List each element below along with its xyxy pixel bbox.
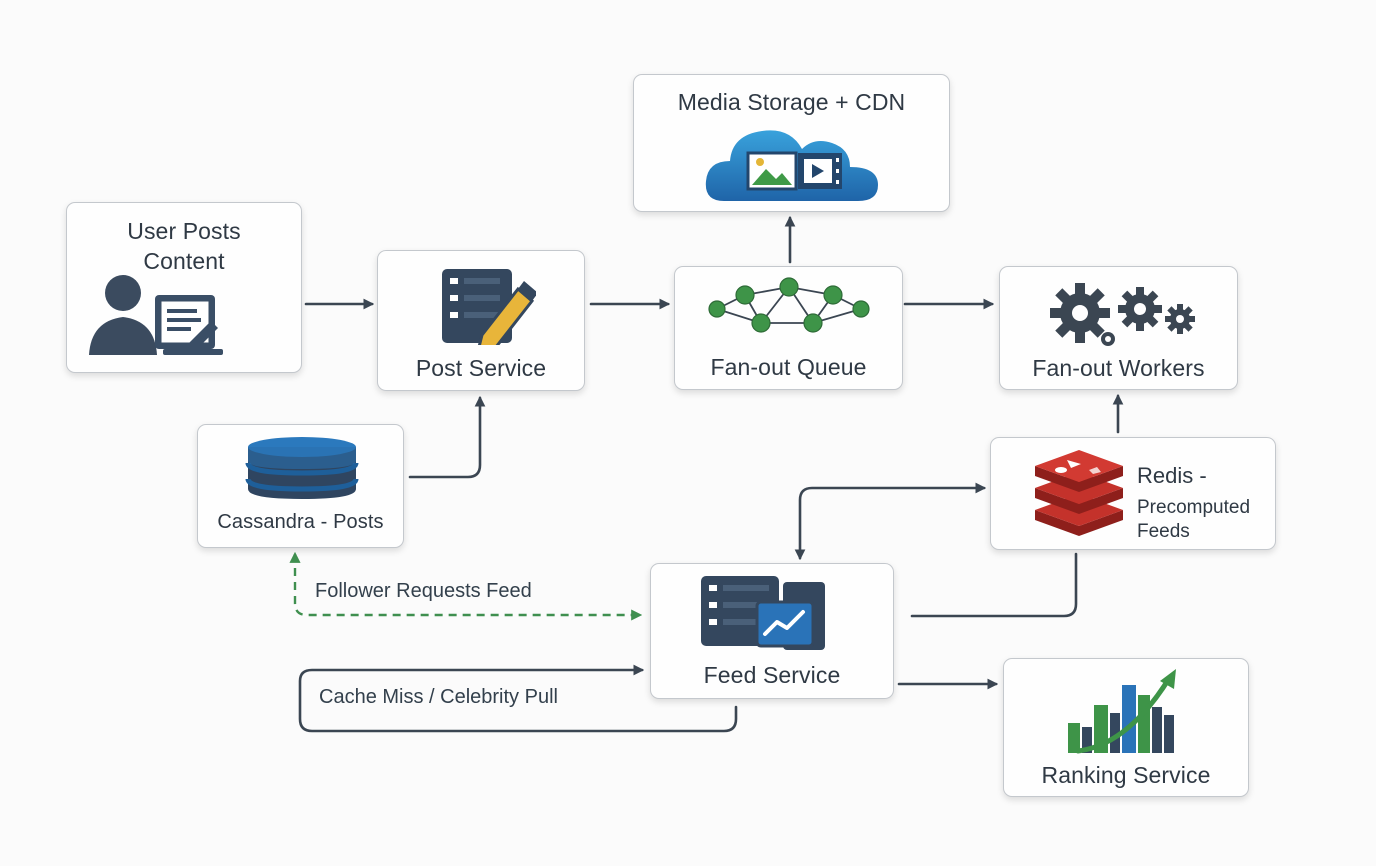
network-nodes-icon	[708, 277, 870, 333]
edge-cassandra-to-post	[408, 395, 486, 479]
node-redis[interactable]: Redis - Precomputed Feeds	[990, 437, 1276, 550]
node-title: Feed Service	[703, 662, 841, 688]
node-title-line3: Feeds	[1137, 521, 1190, 542]
node-cassandra[interactable]: Cassandra - Posts	[197, 424, 404, 548]
node-title: Post Service	[415, 355, 547, 381]
edge-feed-to-redis-return	[910, 552, 1078, 618]
server-chart-icon	[701, 576, 825, 650]
growth-chart-icon	[1068, 669, 1176, 754]
node-post-service[interactable]: Post Service	[377, 250, 585, 391]
edge-feed-redis-loop	[794, 482, 987, 561]
edge-label-follower-requests: Follower Requests Feed	[315, 580, 532, 602]
node-title-line2: Content	[143, 248, 225, 274]
gears-icon	[1050, 283, 1195, 346]
edge-cache-miss-loop	[298, 664, 738, 733]
node-fanout-workers[interactable]: Fan-out Workers	[999, 266, 1238, 390]
user-document-icon	[89, 275, 223, 355]
redis-stack-icon	[1035, 450, 1123, 536]
node-feed-service[interactable]: Feed Service	[650, 563, 894, 699]
node-title-line2: Precomputed	[1137, 497, 1251, 518]
node-title: Ranking Service	[1041, 762, 1211, 788]
cloud-media-icon	[705, 130, 878, 201]
node-ranking-service[interactable]: Ranking Service	[1003, 658, 1249, 797]
node-title-line1: User Posts	[127, 218, 241, 244]
edge-follower-requests	[289, 551, 643, 621]
node-fanout-queue[interactable]: Fan-out Queue	[674, 266, 903, 390]
node-title-line1: Redis -	[1137, 463, 1207, 488]
node-media-storage[interactable]: Media Storage + CDN	[633, 74, 950, 212]
node-user-posts[interactable]: User Posts Content	[66, 202, 302, 373]
node-title: Fan-out Workers	[1032, 355, 1205, 381]
server-pencil-icon	[442, 269, 536, 345]
edge-label-cache-miss: Cache Miss / Celebrity Pull	[319, 686, 558, 708]
node-title: Media Storage + CDN	[677, 89, 906, 115]
node-title: Fan-out Queue	[710, 354, 867, 380]
node-title: Cassandra - Posts	[217, 511, 384, 533]
database-icon	[245, 437, 359, 499]
